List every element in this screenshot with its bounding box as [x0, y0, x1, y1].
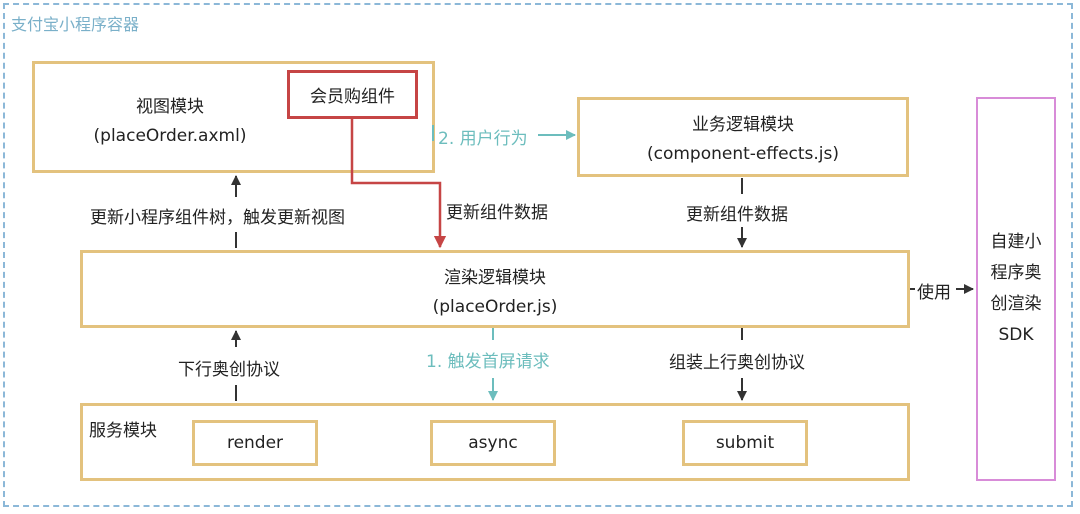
member-component-label: 会员购组件 — [310, 87, 395, 107]
label-down-protocol: 下行奥创协议 — [178, 355, 280, 380]
sdk-label: 自建小 程序奥 创渲染 SDK — [990, 232, 1042, 345]
mini-program-container: 支付宝小程序容器 — [3, 3, 1073, 507]
service-render-label: render — [226, 433, 284, 453]
label-use-sdk: 使用 — [917, 278, 951, 303]
service-submit[interactable]: submit — [682, 420, 808, 466]
service-submit-label: submit — [715, 433, 775, 453]
render-logic-module[interactable]: 渲染逻辑模块 (placeOrder.js) — [80, 250, 910, 328]
service-async-label: async — [468, 433, 518, 453]
label-update-component-data-right: 更新组件数据 — [686, 200, 788, 225]
render-module-title: 渲染逻辑模块 — [444, 268, 546, 288]
label-update-tree: 更新小程序组件树，触发更新视图 — [90, 203, 345, 228]
business-module-title: 业务逻辑模块 — [692, 115, 794, 135]
view-module-title: 视图模块 — [136, 97, 204, 117]
view-module-file: (placeOrder.axml) — [93, 126, 247, 146]
arrow-update-component-data-left — [350, 119, 447, 249]
service-async[interactable]: async — [430, 420, 556, 466]
service-render[interactable]: render — [192, 420, 318, 466]
label-assemble-up-protocol: 组装上行奥创协议 — [669, 348, 805, 373]
service-module-title: 服务模块 — [89, 421, 157, 441]
business-logic-module[interactable]: 业务逻辑模块 (component-effects.js) — [577, 97, 909, 177]
render-module-file: (placeOrder.js) — [432, 297, 558, 317]
sdk-box[interactable]: 自建小 程序奥 创渲染 SDK — [976, 97, 1056, 481]
business-module-file: (component-effects.js) — [646, 144, 840, 164]
member-component[interactable]: 会员购组件 — [287, 70, 418, 119]
label-user-action: 2. 用户行为 — [438, 124, 528, 149]
label-first-screen: 1. 触发首屏请求 — [426, 347, 550, 372]
label-update-component-data-left: 更新组件数据 — [446, 198, 548, 223]
container-title: 支付宝小程序容器 — [11, 15, 140, 34]
